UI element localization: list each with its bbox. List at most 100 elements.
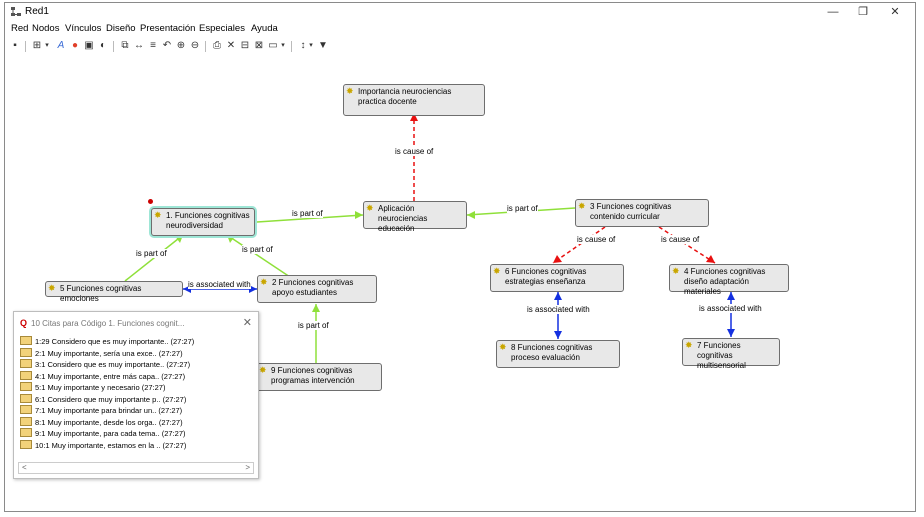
quotation-item[interactable]: 7:1 Muy importante para brindar un.. (27… [20, 405, 252, 417]
node-6-estrategias[interactable]: ✸ 6 Funciones cognitivas estrategias ens… [490, 264, 624, 292]
document-icon [20, 347, 32, 357]
arrow-head [554, 331, 562, 339]
print-icon[interactable]: ⎙ [213, 40, 221, 51]
link-cause-n3-n6 [552, 226, 606, 264]
layout-icon[interactable]: ⊟ [240, 40, 250, 51]
menu-especiales[interactable]: Especiales [199, 23, 245, 34]
document-icon [20, 359, 32, 368]
node-1-neurodiversidad[interactable]: ✸ 1. Funciones cognitivas neurodiversida… [151, 208, 255, 236]
delete-icon[interactable]: ✕ [226, 40, 236, 51]
toolbar-separator [291, 41, 292, 52]
code-icon: ✸ [260, 277, 268, 287]
node-label: 9 Funciones cognitivas programas interve… [271, 366, 355, 385]
menu-presentacion[interactable]: Presentación [140, 23, 196, 34]
document-icon [20, 439, 32, 449]
menu-ayuda[interactable]: Ayuda [251, 23, 278, 34]
node-4-diseno[interactable]: ✸ 4 Funciones cognitivas diseño adaptaci… [669, 264, 789, 296]
node-label: 7 Funciones cognitivas multisensorial [697, 341, 746, 370]
arrow-head [706, 255, 715, 263]
quotation-item[interactable]: 9:1 Muy importante, para cada tema.. (27… [20, 428, 252, 440]
image-icon[interactable]: ▣ [84, 40, 94, 51]
scroll-left-icon[interactable]: < [22, 463, 27, 472]
popup-close-button[interactable]: ✕ [242, 317, 252, 329]
dropdown-arrow-icon[interactable]: ▾ [309, 42, 313, 49]
document-icon [20, 336, 32, 345]
arrow-head [355, 211, 363, 219]
document-icon [20, 370, 32, 380]
spacing-icon[interactable]: ↕ [300, 40, 306, 51]
node-3-contenido[interactable]: ✸ 3 Funciones cognitivas contenido curri… [575, 199, 709, 227]
zoom-in-icon[interactable]: ⊕ [176, 40, 186, 51]
menu-diseno[interactable]: Diseño [106, 23, 136, 34]
code-icon: ✸ [48, 283, 56, 293]
dropdown-arrow-icon[interactable]: ▾ [45, 42, 49, 49]
dropdown-arrow-icon[interactable]: ▾ [281, 42, 285, 49]
quotation-item[interactable]: 2:1 Muy importante, sería una exce.. (27… [20, 347, 252, 360]
code-icon: ✸ [493, 266, 501, 276]
node-7-multisensorial[interactable]: ✸ 7 Funciones cognitivas multisensorial [682, 338, 780, 370]
edge-label: is cause of [577, 235, 616, 244]
edge-label: is associated with [699, 304, 762, 313]
layout-alt-icon[interactable]: ⊠ [254, 40, 264, 51]
link-nodes-icon[interactable]: ⧉ [121, 40, 129, 51]
quotation-item[interactable]: 3:1 Considero que es muy importante.. (2… [20, 359, 252, 371]
link-part-n5-n1 [124, 234, 184, 282]
rotate-icon[interactable]: ↶ [162, 40, 172, 51]
toolbar-separator [25, 41, 26, 52]
fit-width-icon[interactable]: ↔ [134, 40, 144, 51]
quotation-text: 4:1 Muy importante, entre más capa.. (27… [35, 371, 186, 381]
link-cause-n3-n4 [658, 226, 716, 264]
node-9-programas[interactable]: ✸ 9 Funciones cognitivas programas inter… [256, 363, 382, 391]
quotation-text: 9:1 Muy importante, para cada tema.. (27… [35, 429, 186, 438]
toolbar-separator [113, 41, 114, 52]
edge-label: is cause of [661, 235, 700, 244]
save-icon[interactable]: ▪ [13, 40, 17, 51]
quotation-item[interactable]: 6:1 Considero que muy importante p.. (27… [20, 393, 252, 406]
quotation-item[interactable]: 10:1 Muy importante, estamos en la .. (2… [20, 439, 252, 452]
quotation-text: 8:1 Muy importante, desde los orga.. (27… [35, 417, 183, 427]
quotation-item[interactable]: 5:1 Muy importante y necesario (27:27) [20, 382, 252, 394]
quotation-item[interactable]: 8:1 Muy importante, desde los orga.. (27… [20, 416, 252, 429]
edge-label: is associated with [527, 305, 590, 314]
arrow-head [175, 235, 183, 243]
close-button[interactable]: ✕ [890, 6, 900, 18]
menu-red[interactable]: Red [11, 23, 29, 34]
node-aplicacion[interactable]: ✸ Aplicación neurociencias educación [363, 201, 467, 233]
align-icon[interactable]: ≡ [150, 40, 156, 51]
scroll-right-icon[interactable]: > [245, 463, 250, 472]
new-node-icon[interactable]: ⊞ [32, 40, 42, 51]
minimize-button[interactable]: — [827, 6, 839, 18]
document-icon [20, 405, 32, 414]
arrow-head [553, 255, 562, 263]
node-8-evaluacion[interactable]: ✸ 8 Funciones cognitivas proceso evaluac… [496, 340, 620, 368]
node-label: Importancia neurociencias practica docen… [358, 87, 452, 106]
maximize-button[interactable]: ❐ [858, 6, 868, 18]
menu-nodos[interactable]: Nodos [32, 23, 60, 34]
menu-vinculos[interactable]: Vínculos [65, 23, 102, 34]
filter-icon[interactable]: ▼ [318, 40, 328, 51]
node-label: 2 Funciones cognitivas apoyo estudiantes [272, 278, 354, 297]
node-2-apoyo[interactable]: ✸ 2 Funciones cognitivas apoyo estudiant… [257, 275, 377, 303]
quotation-icon: Q [20, 318, 28, 328]
zoom-out-icon[interactable]: ⊖ [190, 40, 200, 51]
display-icon[interactable]: ▭ [268, 40, 278, 51]
code-icon: ✸ [346, 86, 354, 96]
node-importancia[interactable]: ✸ Importancia neurociencias practica doc… [343, 84, 485, 116]
quotation-item[interactable]: 4:1 Muy importante, entre más capa.. (27… [20, 370, 252, 383]
network-canvas[interactable]: is cause of is part of is part of is par… [5, 59, 915, 511]
arrow-head [249, 285, 257, 293]
node-5-emociones[interactable]: ✸ 5 Funciones cognitivas emociones [45, 281, 183, 303]
font-icon[interactable]: A [57, 40, 65, 51]
comment-icon[interactable]: ◐ [99, 40, 107, 51]
node-label: 4 Funciones cognitivas diseño adaptación… [684, 267, 766, 296]
code-icon: ✸ [366, 203, 374, 213]
horizontal-scrollbar[interactable]: < > [18, 462, 254, 474]
code-icon: ✸ [578, 201, 586, 211]
arrow-head [467, 211, 475, 219]
code-icon: ✸ [154, 210, 162, 220]
code-icon: ✸ [259, 365, 267, 375]
color-wheel-icon[interactable]: ● [71, 40, 79, 51]
arrow-head [410, 113, 418, 121]
quotation-item[interactable]: 1:29 Considero que es muy importante.. (… [20, 336, 252, 348]
